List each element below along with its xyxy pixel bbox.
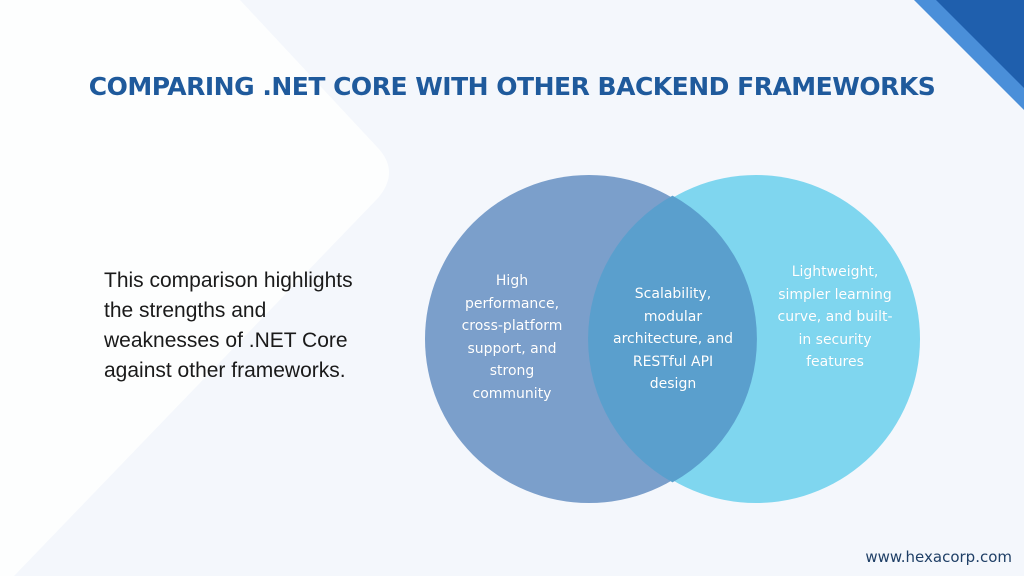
description-text: This comparison highlights the strengths… xyxy=(104,269,353,382)
website-footer: www.hexacorp.com xyxy=(865,548,1012,566)
slide-title: COMPARING .NET CORE WITH OTHER BACKEND F… xyxy=(88,72,936,101)
venn-overlap-label: Scalability, modular architecture, and R… xyxy=(613,286,733,392)
venn-left-label: High performance, cross-platform support… xyxy=(461,273,563,402)
venn-right-label: Lightweight, simpler learning curve, and… xyxy=(777,264,893,370)
corner-decoration xyxy=(914,0,1024,110)
